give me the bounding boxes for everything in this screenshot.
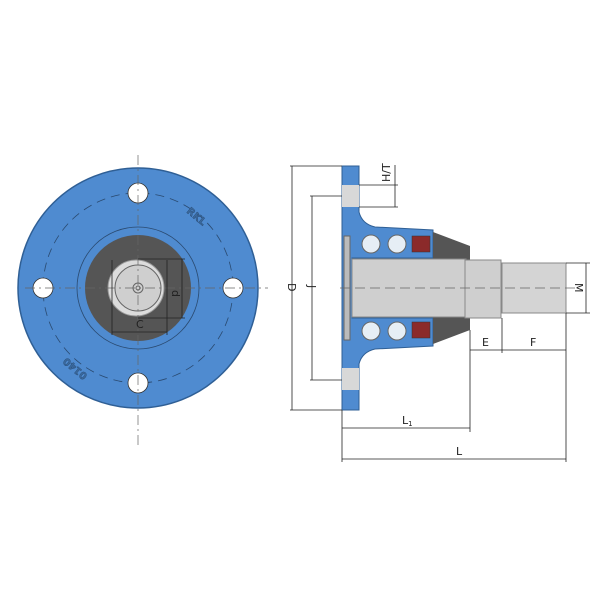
bolt-hole-section-top — [342, 185, 359, 207]
centerlines — [25, 155, 268, 445]
dim-label-L1: L1 — [402, 414, 413, 428]
seal-ring-bottom — [411, 321, 431, 339]
dim-label-c: C — [136, 318, 144, 331]
bearing-balls — [361, 234, 407, 341]
dim-label-M: M — [572, 283, 585, 293]
dim-label-L1-main: L — [402, 414, 409, 427]
ball-icon — [361, 234, 381, 254]
dim-label-F: F — [530, 336, 536, 349]
seal-rings — [411, 235, 431, 339]
dim-label-E: E — [482, 336, 489, 349]
housing-section — [341, 165, 434, 411]
dim-label-L: L — [456, 445, 463, 458]
side-dimensions — [290, 165, 590, 462]
shaft-collar-side — [464, 259, 502, 319]
ball-icon — [361, 321, 381, 341]
dim-label-J: J — [305, 284, 318, 288]
dim-label-L1-sub: 1 — [408, 420, 412, 428]
ball-icon — [387, 234, 407, 254]
ball-icon — [387, 321, 407, 341]
side-view: D J H/T M E F L1 L — [285, 163, 590, 462]
dim-label-d: d — [169, 290, 182, 297]
front-dimensions — [111, 258, 185, 335]
dim-label-HT: H/T — [380, 163, 393, 182]
seal-ring-top — [411, 235, 431, 253]
bolt-hole-section-bottom — [342, 368, 359, 390]
front-view: C d RKL 0140 — [17, 155, 268, 445]
dim-label-D: D — [285, 283, 298, 291]
